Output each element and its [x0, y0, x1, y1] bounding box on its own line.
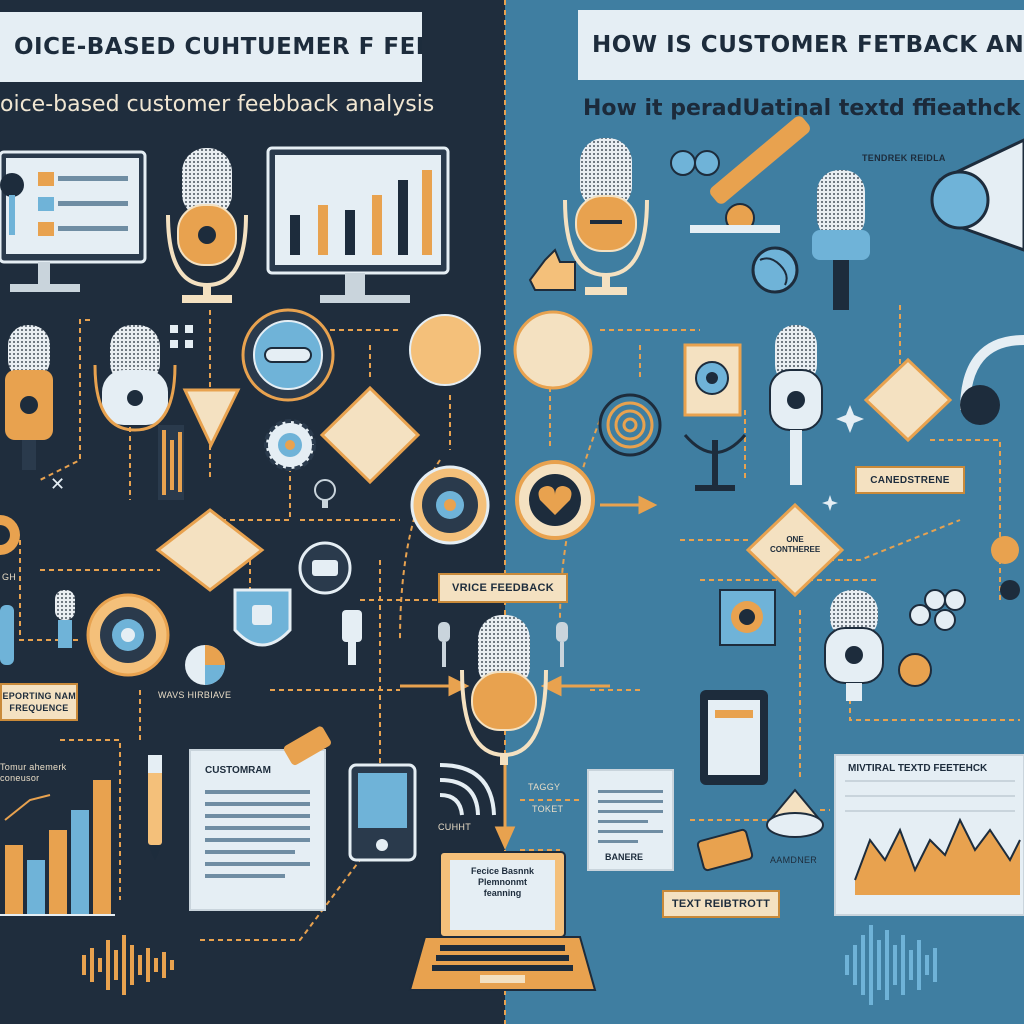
right-document [587, 769, 674, 871]
right-text-label-box: TEXT REIBTROTT [662, 890, 780, 918]
right-glasses-icon [670, 150, 720, 176]
right-people-group-icon [909, 536, 1020, 631]
left-monitor-list [0, 150, 147, 292]
right-globe-icon [751, 246, 799, 294]
right-tools-icon [690, 116, 810, 233]
right-center-mic [812, 170, 870, 310]
center-cuhht-label: CUHHT [438, 822, 471, 832]
right-funnel-icon [766, 788, 824, 838]
left-chain-badge [241, 308, 335, 402]
left-headset-microphone [93, 325, 177, 432]
left-phone-badge [298, 541, 352, 595]
right-mid-microphone [769, 325, 823, 485]
right-top-small-label: TENDREK REIDLA [862, 153, 946, 163]
right-text-badge [513, 310, 593, 390]
right-top-microphone [563, 138, 649, 295]
left-wifi-icon [439, 763, 496, 816]
left-side-label-box: REPORTING NAME FREQUENCE [0, 683, 78, 721]
left-phone-icon [342, 610, 362, 642]
right-coin-icon [898, 653, 932, 687]
left-bottom-bar-chart [0, 780, 115, 916]
right-bottom-microphone [824, 590, 884, 701]
center-main-microphone [460, 615, 548, 765]
left-shield-icon [233, 588, 292, 647]
left-small-label: GH [2, 572, 17, 582]
left-waves-label: WAVS HIRBIAVE [158, 690, 232, 700]
left-top-microphone [166, 148, 248, 303]
left-banner-title: OICE-BASED CUHTUEMER F FEDWASIS [0, 12, 422, 82]
right-tablet-icon [700, 690, 768, 785]
right-target-icon [683, 343, 742, 417]
right-fingerprint-icon [598, 393, 662, 457]
right-antenna-icon [683, 434, 747, 491]
left-small-mic [55, 590, 75, 648]
left-phone-stand [348, 640, 356, 665]
left-x-icon: ✕ [50, 474, 65, 495]
left-edge-target [0, 515, 20, 555]
left-target-dial [86, 593, 170, 677]
right-report-chart [834, 754, 1024, 916]
right-decision-diamond [863, 357, 953, 443]
right-banner-title: HOW IS CUSTOMER FETBACK ANALY [578, 10, 1024, 80]
left-decision-diamond [319, 385, 421, 485]
right-thumbs-up-icon [528, 248, 576, 291]
right-heart-badge [515, 460, 595, 540]
left-soundwave-icon [158, 425, 184, 500]
center-small-mics [438, 622, 568, 667]
left-document-title: CUSTOMRAM [205, 765, 271, 776]
right-headphone-icon [960, 335, 1024, 425]
right-center-label-box: CANEDSTRENE [855, 466, 965, 494]
right-square-target [719, 589, 776, 646]
right-subtitle: How it peradUatinal textd ffieathck ANAL… [583, 96, 1024, 121]
left-document [189, 726, 331, 911]
center-laptop [408, 851, 597, 991]
center-toket-label: TOKET [532, 804, 564, 814]
left-funnel-triangle [182, 388, 241, 449]
left-gold-badge [410, 465, 490, 545]
left-monitor-bar-chart [266, 146, 450, 303]
left-edge-microphone [5, 325, 53, 470]
center-taggy-label: TAGGY [528, 782, 561, 792]
left-small-icons [170, 325, 193, 348]
left-bottom-waveform [82, 935, 174, 995]
left-pencil-icon [148, 755, 162, 860]
right-megaphone-icon [930, 138, 1024, 252]
right-report-title: MIVTIRAL TEXTD FEETEHCK [848, 763, 988, 774]
left-middle-diamond [155, 508, 265, 592]
right-bottom-waveform [845, 925, 937, 1005]
right-diamond-label: ONE CONTHEREE [770, 535, 820, 554]
center-voice-feedback-label: VRICE FEEDBACK [438, 573, 568, 603]
left-edge-pill [0, 605, 14, 665]
right-bottom-glasses-icon [696, 828, 754, 872]
left-bulb-icon [314, 479, 336, 508]
right-icon-text: AAMDNER [770, 855, 818, 865]
right-sparkle-icons [822, 405, 864, 511]
left-chart-note: Tomur ahemerk coneusor [0, 762, 67, 783]
main-flow-arrows [400, 495, 658, 850]
left-gear-icon [264, 419, 316, 471]
right-middle-diamond [745, 502, 845, 598]
left-subtitle: oice-based customer feebback analysis [0, 92, 435, 117]
left-tablet-icon [348, 763, 417, 862]
left-pie-chart [185, 645, 225, 685]
right-document-label: BANERE [605, 852, 644, 862]
center-laptop-screen-text: Fecice Basnnk Plemnonmt feanning [470, 866, 535, 898]
left-orange-badge [409, 314, 481, 386]
